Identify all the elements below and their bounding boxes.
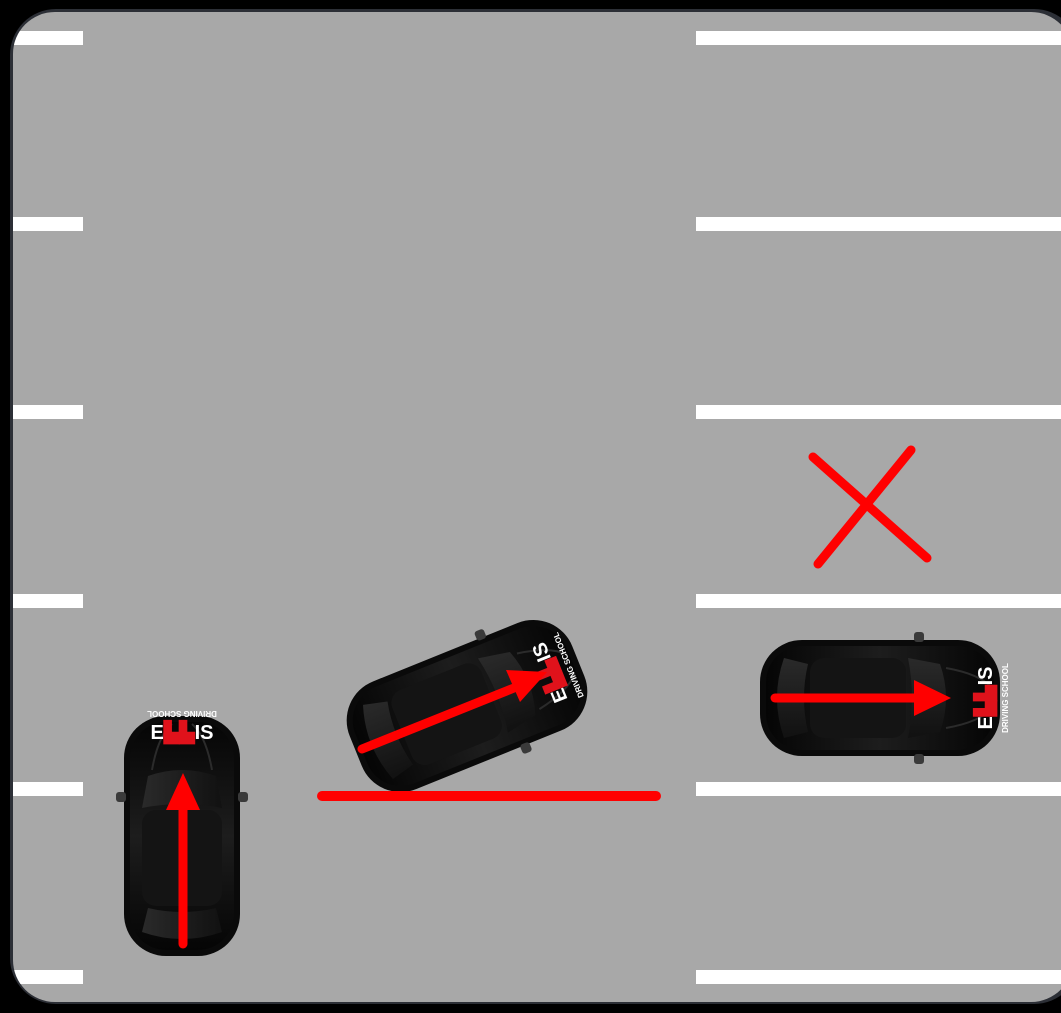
car-subtitle: DRIVING SCHOOL — [147, 709, 217, 718]
car-brand-logo: E▙▙IS — [972, 666, 998, 729]
car-brand-logo: E▙▙IS — [150, 719, 213, 745]
car-subtitle: DRIVING SCHOOL — [1001, 663, 1010, 733]
